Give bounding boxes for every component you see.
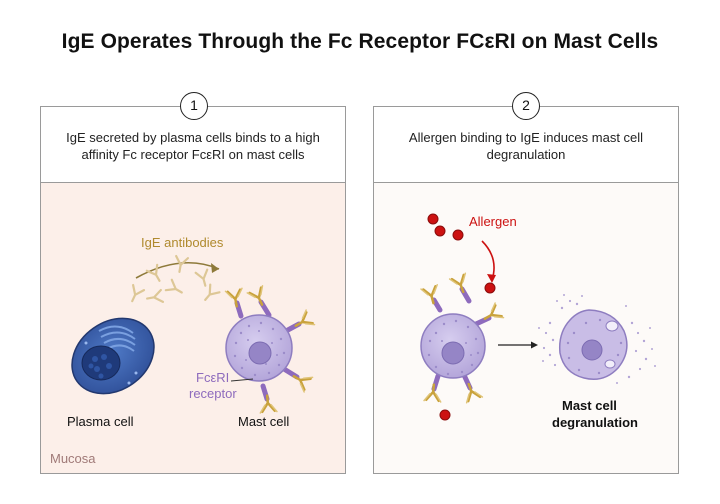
floating-antibodies (125, 254, 221, 306)
transition-arrowhead (531, 341, 538, 349)
free-allergens (427, 213, 464, 241)
allergen-label: Allergen (469, 214, 517, 229)
degranulation-label-line2: degranulation (552, 415, 638, 430)
ige-antibodies-label: IgE antibodies (141, 235, 224, 250)
mast-cell (224, 284, 316, 415)
plasma-cell-label: Plasma cell (67, 414, 134, 429)
degranulating-mast-cell (558, 309, 628, 380)
panel-1-header: IgE secreted by plasma cells binds to a … (41, 107, 345, 183)
panel-2-header: Allergen binding to IgE induces mast cel… (374, 107, 678, 183)
step-2-badge: 2 (512, 92, 540, 120)
mucosa-area: IgE antibodies FcεRI receptor Plasma cel… (41, 183, 345, 473)
arrowhead (211, 263, 219, 273)
step-1-badge: 1 (180, 92, 208, 120)
mast-cell-with-allergen (419, 271, 505, 421)
plasma-mast-illustration (71, 254, 316, 415)
panel-step-2: Allergen binding to IgE induces mast cel… (373, 92, 679, 474)
receptor-pointer (230, 378, 254, 382)
mucosa-label: Mucosa (50, 451, 96, 466)
plasma-cell (71, 317, 155, 395)
degranulation-illustration (419, 213, 656, 421)
diagram-title: IgE Operates Through the Fc Receptor FCε… (61, 30, 659, 53)
degranulation-area: Allergen Mast cell degranulation (374, 183, 678, 473)
released-granules (538, 294, 656, 384)
fceri-label-line1: FcεRI (196, 370, 230, 385)
fceri-label-line2: receptor (189, 386, 237, 401)
panel-1-description: IgE secreted by plasma cells binds to a … (66, 130, 320, 162)
panel-step-1: IgE secreted by plasma cells binds to a … (40, 92, 346, 474)
mast-cell-label: Mast cell (238, 414, 290, 429)
degranulation-label-line1: Mast cell (562, 398, 617, 413)
panel-2-description: Allergen binding to IgE induces mast cel… (408, 130, 644, 162)
allergen-arrowhead (487, 274, 496, 283)
